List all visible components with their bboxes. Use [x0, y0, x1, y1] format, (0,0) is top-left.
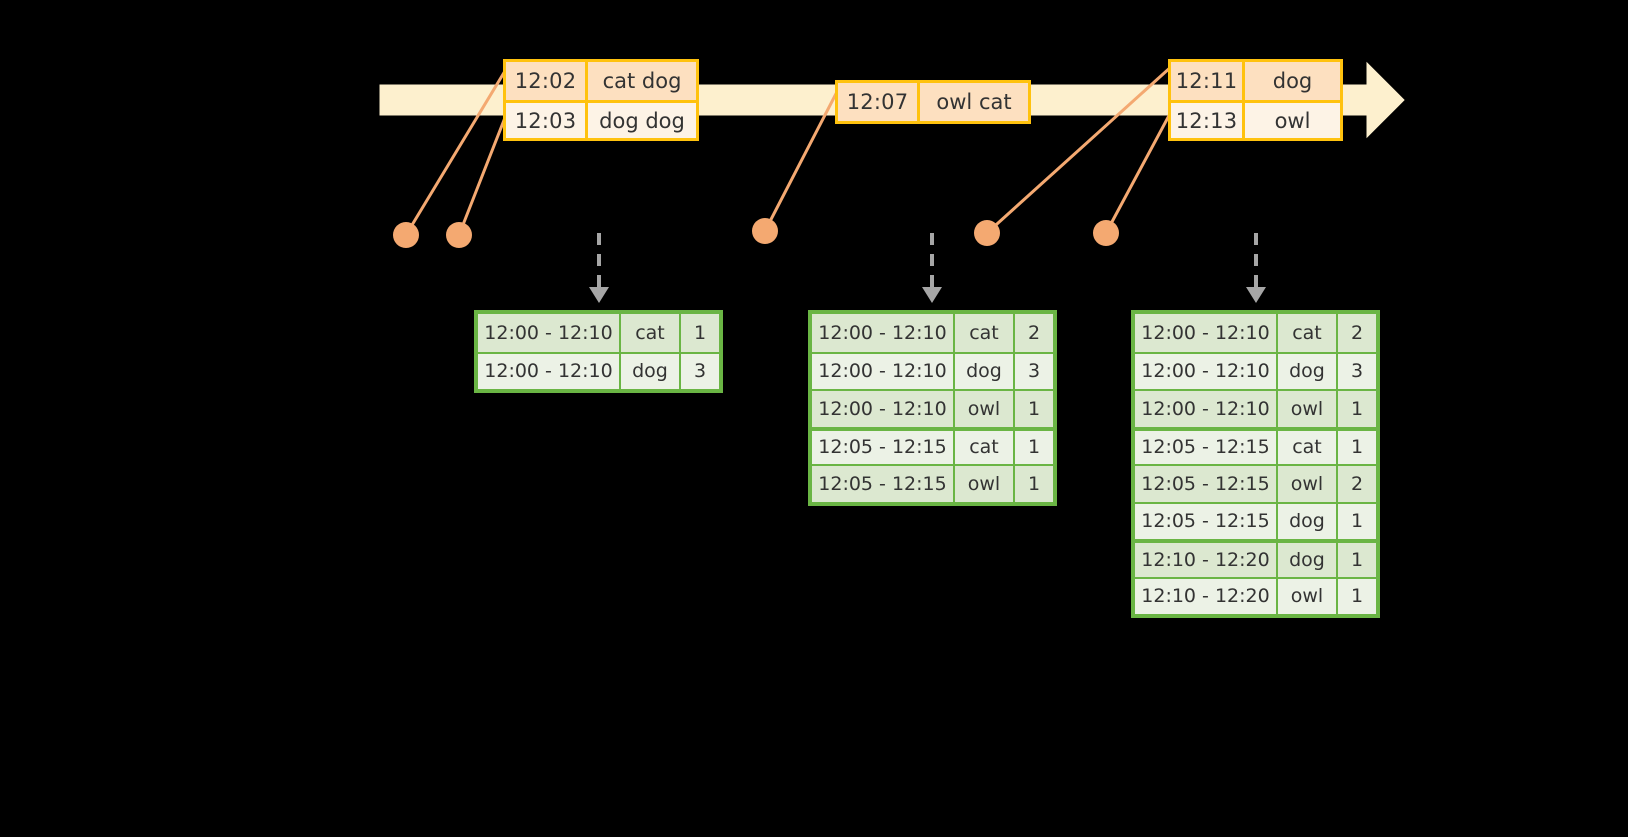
cell-window: 12:05 - 12:15 [1135, 430, 1278, 464]
event-words: cat dog [602, 69, 682, 93]
connector-line-1 [404, 64, 510, 237]
cell-window: 12:00 - 12:10 [812, 391, 955, 427]
cell-count: 1 [1027, 397, 1041, 420]
down-arrow-2-head [922, 287, 942, 303]
cell-window: 12:00 - 12:10 [812, 353, 955, 389]
cell-count: 3 [693, 360, 707, 383]
cell-window: 12:10 - 12:20 [1135, 543, 1278, 577]
cell-count: 1 [1350, 548, 1364, 571]
event-row[interactable]: 12:03 dog dog [506, 100, 696, 138]
cell-count: 3 [1350, 360, 1364, 383]
cell-count: 1 [1027, 472, 1041, 495]
cell-count: 1 [1350, 585, 1364, 608]
cell-count: 1 [693, 321, 707, 344]
cell-word: owl [955, 391, 1015, 427]
cell-word: cat [955, 430, 1015, 464]
cell-count: 2 [1027, 321, 1041, 344]
stream-dot-3[interactable] [752, 218, 778, 244]
cell-word: dog [621, 353, 681, 389]
cell-word: dog [1278, 353, 1338, 389]
event-box-2[interactable]: 12:07 owl cat [835, 80, 1031, 124]
cell-count: 2 [1350, 321, 1364, 344]
connector-line-3 [763, 84, 842, 233]
cell-word: dog [1278, 503, 1338, 539]
event-words: dog dog [599, 108, 685, 133]
cell-window: 12:00 - 12:10 [478, 353, 621, 389]
cell-window: 12:05 - 12:15 [1135, 503, 1278, 539]
event-time: 12:13 [1171, 103, 1245, 138]
down-arrow-1-head [589, 287, 609, 303]
event-row[interactable]: 12:07 owl cat [838, 83, 1028, 121]
cell-word: cat [1278, 314, 1338, 352]
cell-count: 1 [1350, 510, 1364, 533]
event-time: 12:03 [506, 103, 588, 138]
cell-count: 1 [1027, 436, 1041, 459]
stream-dot-2[interactable] [446, 222, 472, 248]
cell-count: 1 [1350, 436, 1364, 459]
cell-count: 1 [1350, 397, 1364, 420]
event-row[interactable]: 12:11 dog [1171, 62, 1340, 100]
cell-window: 12:10 - 12:20 [1135, 578, 1278, 614]
event-time: 12:11 [1171, 62, 1245, 100]
event-words: dog [1272, 69, 1313, 93]
cell-window: 12:05 - 12:15 [812, 466, 955, 502]
cell-word: cat [621, 314, 681, 352]
event-row[interactable]: 12:02 cat dog [506, 62, 696, 100]
cell-word: owl [1278, 391, 1338, 427]
event-time: 12:07 [838, 83, 920, 121]
cell-word: owl [1278, 578, 1338, 614]
connector-line-5 [1104, 108, 1174, 235]
cell-window: 12:05 - 12:15 [812, 430, 955, 464]
cell-window: 12:00 - 12:10 [812, 314, 955, 352]
connector-line-2 [457, 108, 510, 237]
event-words: owl [1274, 108, 1311, 133]
cell-word: dog [1278, 543, 1338, 577]
cell-window: 12:00 - 12:10 [1135, 314, 1278, 352]
cell-count: 3 [1027, 360, 1041, 383]
cell-window: 12:00 - 12:10 [1135, 353, 1278, 389]
cell-word: owl [955, 466, 1015, 502]
event-box-3[interactable]: 12:11 dog 12:13 owl [1168, 59, 1343, 141]
cell-window: 12:00 - 12:10 [1135, 391, 1278, 427]
event-row[interactable]: 12:13 owl [1171, 100, 1340, 138]
cell-window: 12:05 - 12:15 [1135, 466, 1278, 502]
cell-window: 12:00 - 12:10 [478, 314, 621, 352]
down-arrow-3-head [1246, 287, 1266, 303]
cell-word: owl [1278, 466, 1338, 502]
stream-dot-5[interactable] [1093, 220, 1119, 246]
cell-word: cat [1278, 430, 1338, 464]
stream-dot-1[interactable] [393, 222, 419, 248]
cell-word: cat [955, 314, 1015, 352]
cell-count: 2 [1350, 472, 1364, 495]
snapshot-down-arrows [589, 233, 1266, 303]
event-box-1[interactable]: 12:02 cat dog 12:03 dog dog [503, 59, 699, 141]
stream-event-dots [393, 218, 1119, 248]
cell-word: dog [955, 353, 1015, 389]
event-words: owl cat [936, 90, 1012, 114]
stream-dot-4[interactable] [974, 220, 1000, 246]
event-time: 12:02 [506, 62, 588, 100]
